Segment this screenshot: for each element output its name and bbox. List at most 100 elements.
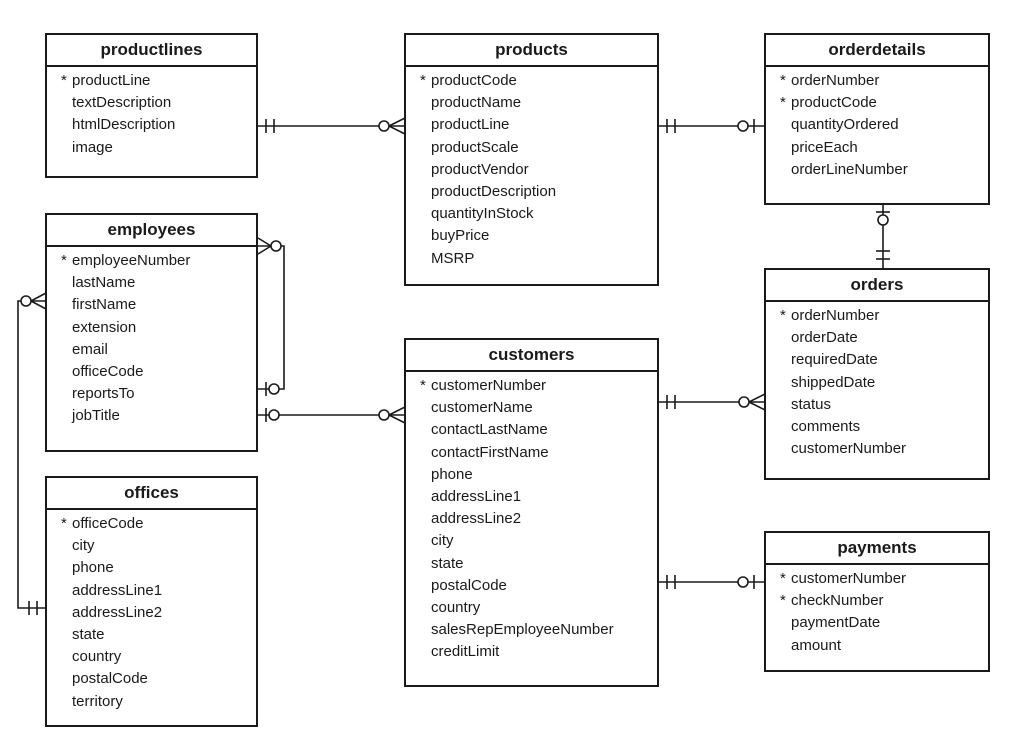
- entity-customers: customers * customerNumber customerName con…: [404, 338, 659, 687]
- field-row: country: [47, 646, 256, 668]
- entity-title: customers: [406, 340, 657, 372]
- field-row: orderDate: [766, 327, 988, 349]
- field-row: *productCode: [406, 70, 657, 92]
- field-row: shippedDate: [766, 372, 988, 394]
- field-row: status: [766, 394, 988, 416]
- field-name: orderNumber: [791, 72, 880, 89]
- field-row: productName: [406, 92, 657, 114]
- field-row: postalCode: [406, 575, 657, 597]
- entity-fields: *orderNumber orderDate requiredDate shipped…: [766, 302, 988, 460]
- field-name: productVendor: [431, 160, 529, 178]
- field-name: officeCode: [72, 362, 144, 380]
- entity-fields: *orderNumber*productCode quantityOrdered p…: [766, 67, 988, 181]
- field-name: htmlDescription: [72, 116, 176, 134]
- field-row: comments: [766, 416, 988, 438]
- rel-offices-employees: [17, 292, 47, 615]
- field-name: status: [791, 395, 832, 413]
- entity-title: employees: [47, 215, 256, 247]
- field-row: productDescription: [406, 181, 657, 203]
- field-name: productCode: [791, 94, 877, 112]
- field-name: orderDate: [791, 329, 858, 347]
- field-row: city: [406, 530, 657, 552]
- entity-title: orderdetails: [766, 35, 988, 67]
- field-row: textDescription: [47, 92, 256, 114]
- field-name: customerNumber: [431, 377, 547, 394]
- field-name: creditLimit: [431, 643, 500, 661]
- primary-key-marker: *: [420, 72, 426, 89]
- primary-key-marker: *: [61, 515, 67, 532]
- entity-fields: * productLine textDescription htmlDescripti…: [47, 67, 256, 159]
- field-row: productLine: [406, 114, 657, 136]
- field-name: productLine: [431, 116, 510, 134]
- field-name: quantityOrdered: [791, 116, 899, 134]
- rel-employees-customers: [258, 406, 406, 424]
- rel-orderdetails-orders: [876, 204, 890, 268]
- entity-title: productlines: [47, 35, 256, 67]
- field-row: lastName: [47, 272, 256, 294]
- entity-title: offices: [47, 478, 256, 510]
- field-name: addressLine2: [431, 510, 522, 528]
- field-name: phone: [72, 559, 114, 577]
- field-name: email: [72, 340, 108, 358]
- field-row: *checkNumber: [766, 590, 988, 612]
- field-row: productScale: [406, 137, 657, 159]
- primary-key-marker: *: [420, 377, 426, 394]
- field-name: MSRP: [431, 249, 475, 267]
- entity-productlines: productlines * productLine textDescription…: [45, 33, 258, 178]
- field-name: customerNumber: [791, 440, 907, 458]
- field-name: quantityInStock: [431, 205, 534, 223]
- field-name: addressLine1: [431, 487, 522, 505]
- field-name: paymentDate: [791, 614, 881, 632]
- field-row: image: [47, 137, 256, 159]
- field-row: *orderNumber: [766, 70, 988, 92]
- field-name: postalCode: [72, 670, 148, 688]
- field-name: image: [72, 138, 113, 156]
- field-name: firstName: [72, 296, 137, 314]
- field-row: customerNumber: [766, 438, 988, 460]
- rel-productlines-products: [257, 117, 406, 135]
- field-name: territory: [72, 692, 123, 710]
- field-row: *orderNumber: [766, 305, 988, 327]
- primary-key-marker: *: [61, 72, 67, 89]
- field-row: territory: [47, 691, 256, 713]
- field-row: addressLine2: [406, 508, 657, 530]
- field-name: productLine: [72, 72, 151, 89]
- field-name: priceEach: [791, 138, 858, 156]
- field-row: amount: [766, 635, 988, 657]
- field-name: orderLineNumber: [791, 160, 908, 178]
- field-name: officeCode: [72, 515, 144, 532]
- field-row: quantityInStock: [406, 203, 657, 225]
- field-name: postalCode: [431, 576, 507, 594]
- field-name: state: [431, 554, 464, 572]
- field-name: jobTitle: [72, 407, 120, 425]
- entity-title: orders: [766, 270, 988, 302]
- field-row: addressLine1: [406, 486, 657, 508]
- field-row: *employeeNumber: [47, 250, 256, 272]
- field-name: phone: [431, 465, 473, 483]
- field-row: officeCode: [47, 361, 256, 383]
- field-row: *productCode: [766, 92, 988, 114]
- field-row: phone: [406, 464, 657, 486]
- entity-payments: payments * customerNumber *checkNumber paym…: [764, 531, 990, 672]
- entity-orders: orders *orderNumber orderDate requiredDate…: [764, 268, 990, 480]
- field-name: requiredDate: [791, 351, 878, 369]
- rel-customers-payments: [658, 575, 765, 589]
- field-row: * customerNumber: [406, 375, 657, 397]
- field-name: customerNumber: [791, 570, 907, 587]
- primary-key-marker: *: [780, 592, 786, 610]
- rel-customers-orders: [658, 393, 766, 411]
- entity-title: payments: [766, 533, 988, 565]
- field-name: salesRepEmployeeNumber: [431, 621, 614, 639]
- field-row: contactFirstName: [406, 442, 657, 464]
- field-name: employeeNumber: [72, 252, 191, 269]
- field-row: htmlDescription: [47, 114, 256, 136]
- field-row: addressLine2: [47, 602, 256, 624]
- field-name: orderNumber: [791, 307, 880, 324]
- field-row: customerName: [406, 397, 657, 419]
- rel-employees-reportsto: [257, 237, 285, 396]
